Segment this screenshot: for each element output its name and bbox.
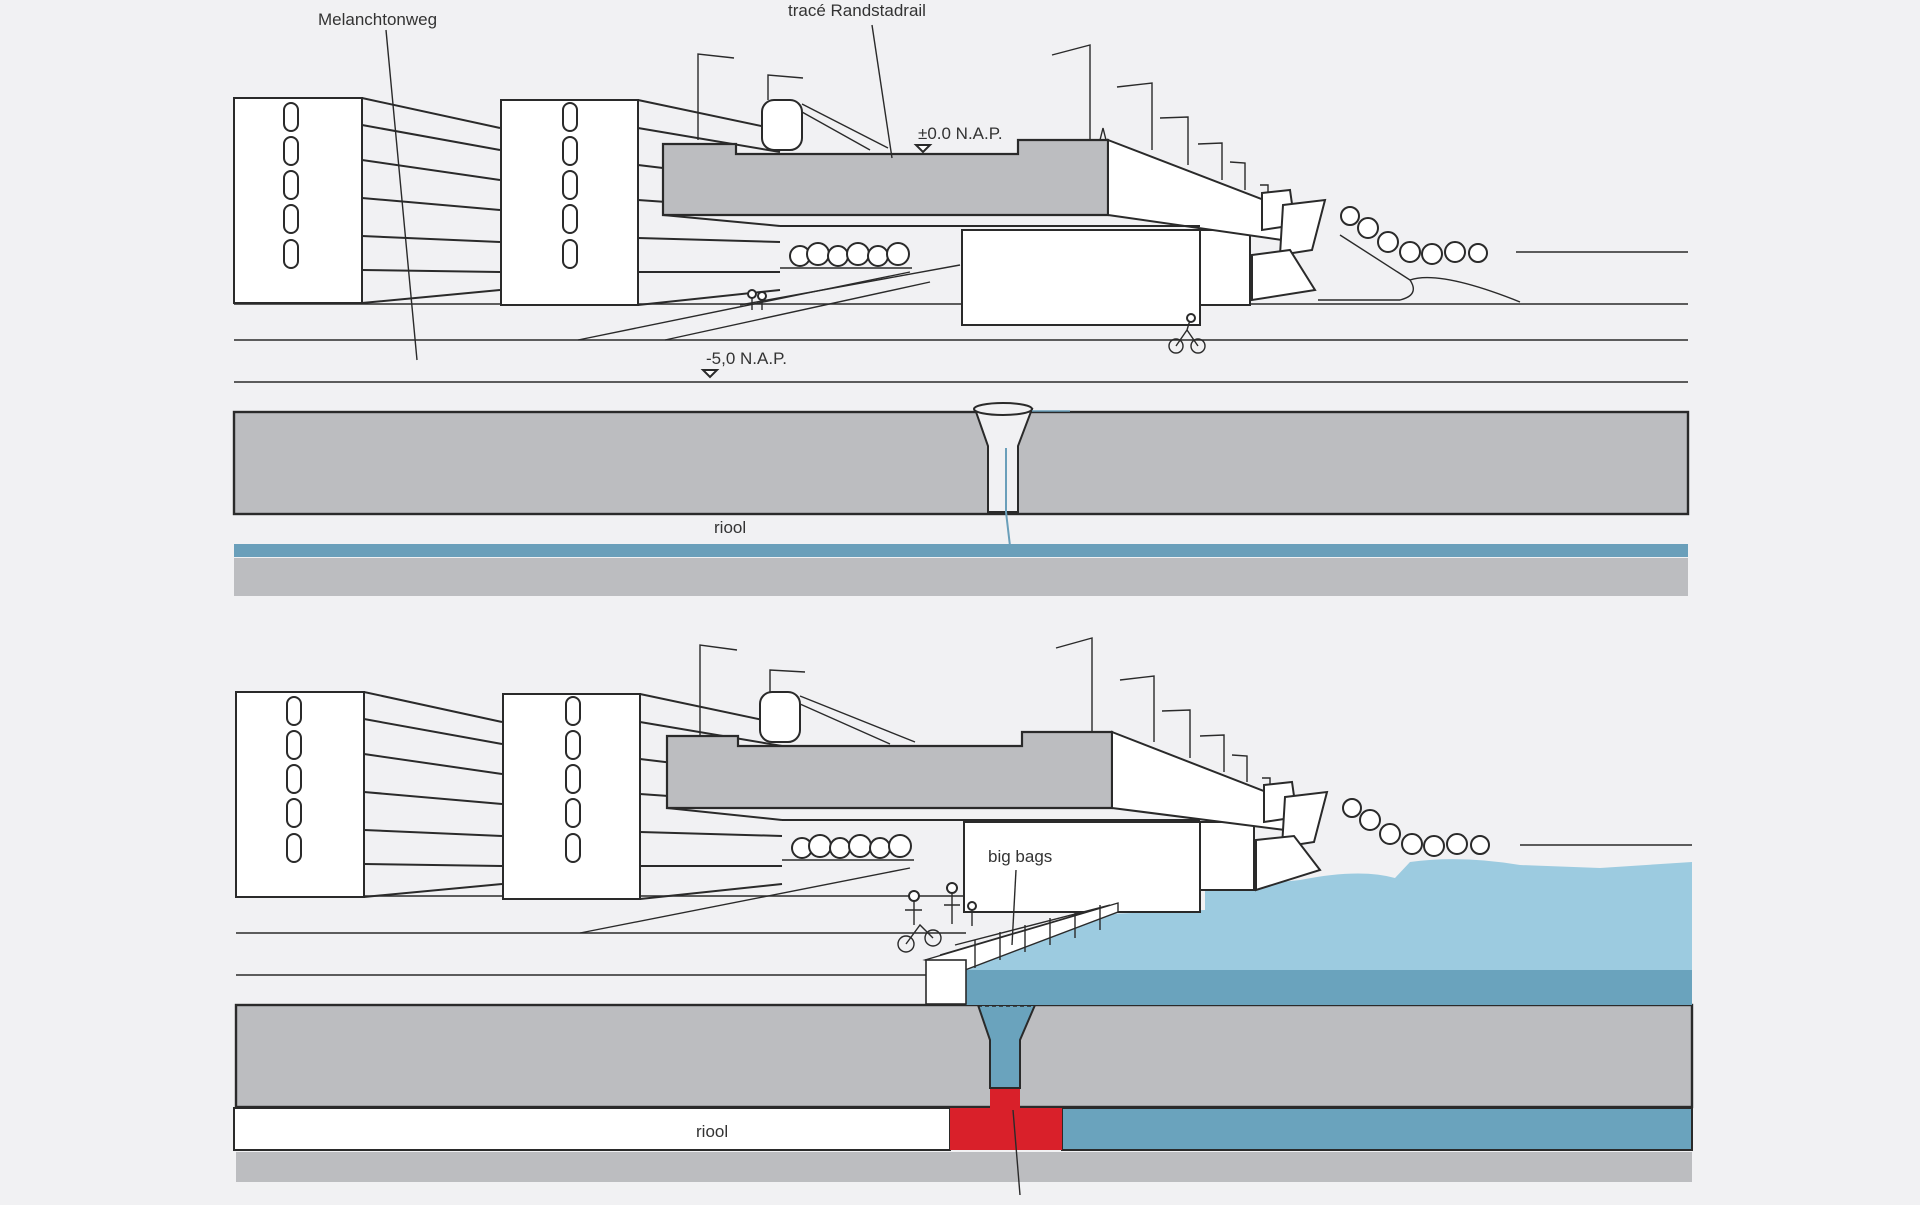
building xyxy=(233,97,363,304)
label-trace-randstadrail: tracé Randstadrail xyxy=(788,1,926,20)
street-line xyxy=(577,271,911,341)
catenary xyxy=(801,111,871,151)
label-big-bags: big bags xyxy=(988,847,1052,866)
pedestrians-bottom xyxy=(897,882,977,953)
level-marker-minus5 xyxy=(700,369,720,379)
tunnel-box xyxy=(961,229,1201,326)
portal-block xyxy=(1251,248,1317,302)
label-riool-bottom: riool xyxy=(696,1122,728,1141)
panel-normal-situation: Melanchtonweg tracé Randstadrail ±0.0 N.… xyxy=(232,1,1690,596)
building-windows xyxy=(286,696,302,863)
big-bags-barrier xyxy=(922,902,1119,1005)
train xyxy=(759,691,801,743)
portal-block xyxy=(1280,790,1329,849)
trees-right xyxy=(1318,206,1521,303)
street-line xyxy=(664,281,931,341)
lamp-posts-bottom xyxy=(699,637,1271,790)
rail-deck xyxy=(665,730,1114,810)
trees-left xyxy=(780,242,912,269)
deck-underside xyxy=(666,807,783,821)
level-marker-zero xyxy=(913,144,933,154)
leader-melanchtonweg xyxy=(385,29,418,361)
sewer-blockage xyxy=(950,1108,1062,1150)
label-level-minus5: -5,0 N.A.P. xyxy=(706,349,787,368)
sewer-flooded-bottom xyxy=(1061,1107,1693,1151)
cyclist-top xyxy=(1168,313,1206,354)
building-windows xyxy=(562,102,578,269)
trees-left xyxy=(782,834,914,861)
portal-block xyxy=(1255,834,1322,892)
building-side-lines xyxy=(363,691,503,898)
leader-big-bags xyxy=(1011,869,1017,946)
sewer-blockage-plug xyxy=(990,1088,1020,1110)
catenary xyxy=(799,695,916,743)
label-riool-top: riool xyxy=(714,518,746,537)
street-line xyxy=(739,264,961,306)
groundwater-band-top xyxy=(234,544,1688,557)
flood-water-surface xyxy=(966,859,1692,970)
subsoil-top xyxy=(234,558,1688,596)
tunnel-box-side xyxy=(1199,229,1251,306)
label-melanchtonweg: Melanchtonweg xyxy=(318,10,437,29)
pedestrians-top xyxy=(747,289,767,310)
street-line xyxy=(579,867,911,934)
leader-trace xyxy=(871,24,893,159)
sewer-pipe-bottom xyxy=(233,1107,951,1151)
trees-right xyxy=(1342,798,1490,857)
catenary xyxy=(799,703,891,745)
leader-blockage xyxy=(1012,1109,1021,1196)
drain-trickle-top xyxy=(1005,448,1011,547)
building-windows xyxy=(565,696,581,863)
catenary xyxy=(801,103,889,149)
soil-layer-bottom xyxy=(234,1003,1694,1109)
label-level-zero: ±0.0 N.A.P. xyxy=(918,124,1003,143)
portal-block xyxy=(1278,198,1327,257)
drain-lid-top xyxy=(973,402,1033,416)
rail-deck xyxy=(661,138,1110,217)
building-side-lines xyxy=(361,97,501,304)
panel-flooded-situation: big bags riool xyxy=(233,637,1694,1196)
lamp-posts-top xyxy=(697,44,1269,198)
deck-underside xyxy=(662,214,781,227)
flood-water-layer xyxy=(966,970,1692,1005)
tunnel-box xyxy=(963,821,1201,913)
soil-layer-top xyxy=(232,410,1690,516)
subsoil-bottom xyxy=(236,1152,1692,1182)
tunnel-box-side xyxy=(1199,821,1255,891)
building-windows xyxy=(283,102,299,269)
train xyxy=(761,99,803,151)
